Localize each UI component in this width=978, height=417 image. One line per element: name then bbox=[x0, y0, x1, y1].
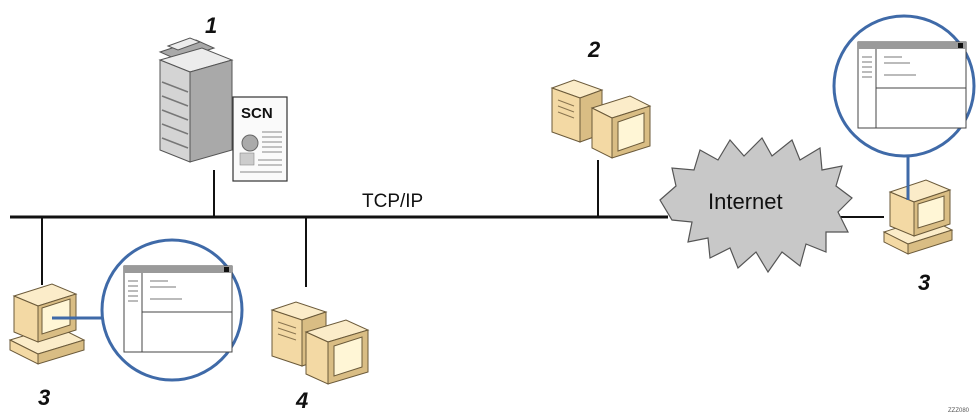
server-icon bbox=[550, 79, 652, 159]
reference-code: ZZZ080 bbox=[948, 408, 970, 414]
zoom-bubble-icon bbox=[52, 238, 244, 382]
server-lower-icon bbox=[270, 301, 370, 385]
callout-scanner: 1 bbox=[205, 13, 217, 38]
internet-cloud-icon bbox=[659, 137, 853, 274]
desktop-computer-icon bbox=[8, 283, 86, 365]
callout-server: 2 bbox=[587, 37, 601, 62]
tcpip-label: TCP/IP bbox=[362, 191, 423, 212]
callout-client-remote: 3 bbox=[918, 270, 930, 295]
document-icon: SCN bbox=[232, 96, 288, 182]
callout-server-lower: 4 bbox=[295, 388, 308, 413]
callout-client-local: 3 bbox=[38, 385, 50, 410]
remote-desktop-computer-icon bbox=[882, 179, 954, 255]
internet-label: Internet bbox=[708, 189, 783, 214]
scanner-icon bbox=[158, 37, 234, 163]
scan-document-label: SCN bbox=[241, 105, 273, 122]
zoom-bubble-remote-icon bbox=[832, 14, 976, 200]
